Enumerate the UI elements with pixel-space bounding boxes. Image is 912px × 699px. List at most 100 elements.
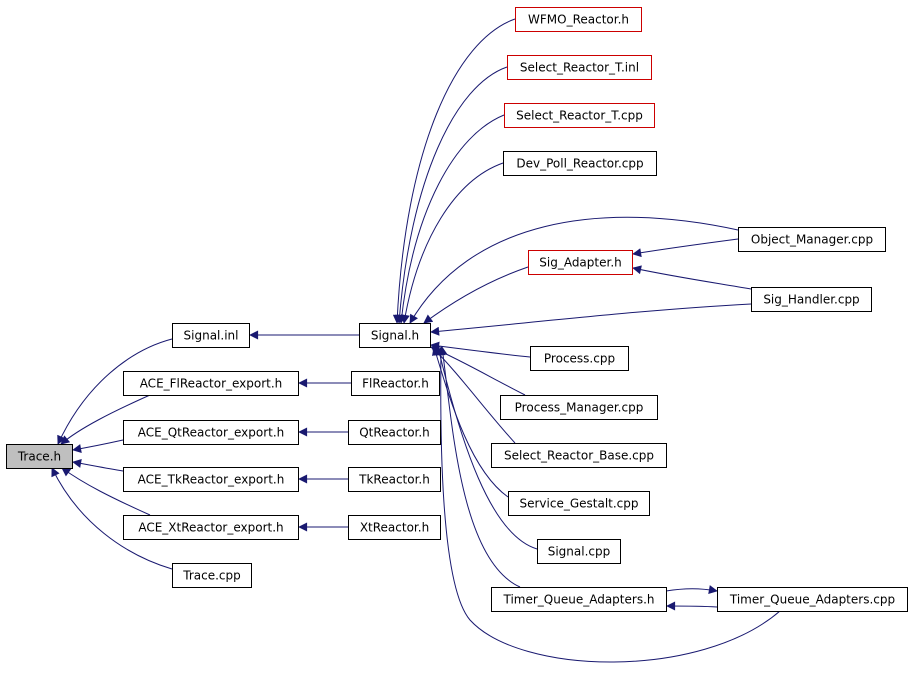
node-box[interactable] [348,467,441,492]
node-wfmo-reactor-h[interactable]: WFMO_Reactor.h [515,7,642,32]
node-box[interactable] [491,443,667,468]
node-process-cpp[interactable]: Process.cpp [530,346,629,371]
node-trace-cpp[interactable]: Trace.cpp [172,563,252,588]
node-trace-h[interactable]: Trace.h [6,444,73,469]
node-box[interactable] [351,371,440,396]
node-label: Signal.inl [184,329,239,343]
node-ace-qtreactor-export-h[interactable]: ACE_QtReactor_export.h [123,420,299,445]
node-label: QtReactor.h [359,426,430,440]
node-label: Trace.cpp [182,569,240,583]
node-label: Process_Manager.cpp [515,401,644,415]
node-label: Sig_Adapter.h [539,256,622,270]
edge-timer-queue-adapters-h-to-timer-queue-adapters-cpp [665,585,718,595]
node-ace-flreactor-export-h[interactable]: ACE_FlReactor_export.h [123,371,299,396]
node-label: Sig_Handler.cpp [763,293,859,307]
node-box[interactable] [515,7,642,32]
node-label: Dev_Poll_Reactor.cpp [516,157,643,171]
node-label: ACE_FlReactor_export.h [140,377,283,391]
node-process-manager-cpp[interactable]: Process_Manager.cpp [500,395,658,420]
node-label: Select_Reactor_Base.cpp [504,449,654,463]
node-box[interactable] [500,395,658,420]
nodes-layer: Trace.h Signal.inlACE_FlReactor_export.hA… [6,7,908,612]
node-ace-xtreactor-export-h[interactable]: ACE_XtReactor_export.h [123,515,299,540]
node-box[interactable] [507,55,652,80]
node-box[interactable] [504,103,655,128]
node-box[interactable] [503,151,657,176]
node-dev-poll-reactor-cpp[interactable]: Dev_Poll_Reactor.cpp [503,151,657,176]
node-label: Trace.h [17,450,61,464]
node-box[interactable] [348,515,441,540]
node-box[interactable] [123,420,299,445]
edge-sig-adapter-h-to-signal-h [423,266,529,324]
node-label: Object_Manager.cpp [751,233,873,247]
node-box[interactable] [738,227,886,252]
node-select-reactor-t-inl[interactable]: Select_Reactor_T.inl [507,55,652,80]
node-label: Select_Reactor_T.inl [520,61,639,75]
node-signal-h[interactable]: Signal.h [359,323,431,348]
edge-ace-flreactor-export-h-to-trace-h [60,394,151,445]
edge-timer-queue-adapters-h-to-signal-h [438,346,521,588]
node-label: ACE_XtReactor_export.h [138,521,283,535]
node-box[interactable] [359,323,431,348]
node-box[interactable] [751,287,872,312]
node-label: Timer_Queue_Adapters.h [502,593,654,607]
node-select-reactor-base-cpp[interactable]: Select_Reactor_Base.cpp [491,443,667,468]
node-box[interactable] [528,250,633,275]
edge-select-reactor-t-inl-to-signal-h [395,66,508,324]
edge-object-manager-cpp-to-signal-h [409,216,739,324]
node-tkreactor-h[interactable]: TkReactor.h [348,467,441,492]
node-box[interactable] [123,371,299,396]
node-box[interactable] [537,539,621,564]
node-signal-inl[interactable]: Signal.inl [172,323,250,348]
node-object-manager-cpp[interactable]: Object_Manager.cpp [738,227,886,252]
edges-layer [51,18,781,663]
node-timer-queue-adapters-h[interactable]: Timer_Queue_Adapters.h [491,587,667,612]
edge-dev-poll-reactor-cpp-to-signal-h [400,162,504,324]
node-box[interactable] [530,346,629,371]
edge-ace-qtreactor-export-h-to-trace-h [72,439,124,454]
edge-service-gestalt-cpp-to-signal-h [432,346,509,498]
node-select-reactor-t-cpp[interactable]: Select_Reactor_T.cpp [504,103,655,128]
node-box[interactable] [123,467,299,492]
node-label: Service_Gestalt.cpp [519,497,638,511]
edge-timer-queue-adapters-cpp-to-timer-queue-adapters-h [666,601,718,611]
node-label: FlReactor.h [362,377,429,391]
node-box[interactable] [491,587,667,612]
node-box[interactable] [123,515,299,540]
node-label: TkReactor.h [358,473,430,487]
node-service-gestalt-cpp[interactable]: Service_Gestalt.cpp [508,491,650,516]
node-label: Signal.cpp [548,545,611,559]
node-label: Select_Reactor_T.cpp [516,109,643,123]
node-label: ACE_QtReactor_export.h [138,426,285,440]
edge-wfmo-reactor-h-to-signal-h [392,18,516,324]
node-label: ACE_TkReactor_export.h [138,473,285,487]
node-label: WFMO_Reactor.h [528,13,629,27]
node-qtreactor-h[interactable]: QtReactor.h [348,420,441,445]
node-sig-adapter-h[interactable]: Sig_Adapter.h [528,250,633,275]
edge-process-cpp-to-signal-h [430,341,531,358]
edge-sig-handler-cpp-to-signal-h [430,303,752,336]
node-xtreactor-h[interactable]: XtReactor.h [348,515,441,540]
edge-object-manager-cpp-to-sig-adapter-h [632,238,739,258]
node-box[interactable] [508,491,650,516]
node-sig-handler-cpp[interactable]: Sig_Handler.cpp [751,287,872,312]
node-box[interactable] [717,587,908,612]
node-label: Signal.h [371,329,419,343]
edge-select-reactor-t-cpp-to-signal-h [397,114,505,324]
node-box[interactable] [172,563,252,588]
node-box[interactable] [6,444,73,469]
node-ace-tkreactor-export-h[interactable]: ACE_TkReactor_export.h [123,467,299,492]
node-flreactor-h[interactable]: FlReactor.h [351,371,440,396]
edge-timer-queue-adapters-cpp-to-signal-h [436,346,781,663]
node-box[interactable] [348,420,441,445]
edge-trace-cpp-to-trace-h [51,467,173,570]
edge-signal-inl-to-trace-h [57,338,173,445]
node-timer-queue-adapters-cpp[interactable]: Timer_Queue_Adapters.cpp [717,587,908,612]
node-box[interactable] [172,323,250,348]
node-label: Timer_Queue_Adapters.cpp [729,593,895,607]
node-label: Process.cpp [544,352,615,366]
edge-ace-tkreactor-export-h-to-trace-h [72,458,124,472]
node-signal-cpp[interactable]: Signal.cpp [537,539,621,564]
edge-ace-xtreactor-export-h-to-trace-h [61,467,151,516]
